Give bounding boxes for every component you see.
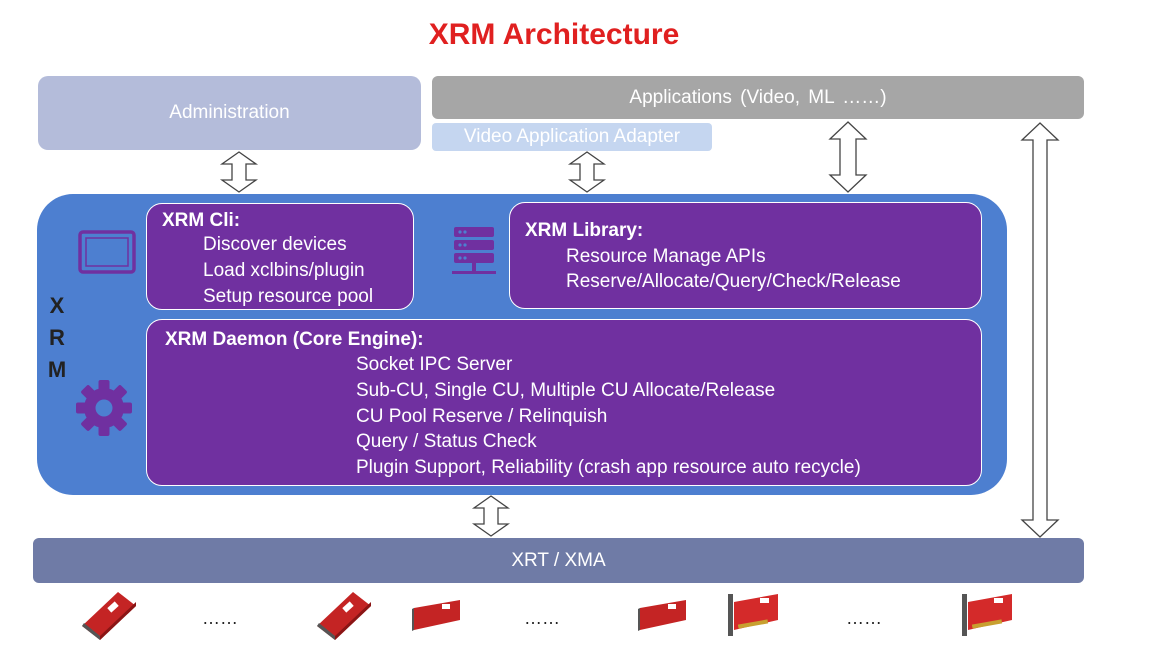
ellipsis: …… [846, 608, 882, 628]
xrm-daemon-item: CU Pool Reserve / Relinquish [356, 406, 608, 427]
xrm-daemon-item: Sub-CU, Single CU, Multiple CU Allocate/… [356, 380, 776, 401]
accelerator-card-icon [82, 592, 136, 640]
tablet-icon [78, 230, 136, 274]
xrm-cli-item: Load xclbins/plugin [203, 260, 365, 281]
xrm-library-heading: XRM Library: [525, 220, 644, 241]
accelerator-card-icon [962, 594, 1012, 636]
accelerator-card-icon [638, 600, 686, 631]
double-arrow-icon [1020, 122, 1060, 538]
accelerator-card-icon [728, 594, 778, 636]
administration-box: Administration [38, 76, 421, 150]
xrm-daemon-item: Socket IPC Server [356, 354, 513, 375]
ellipsis: …… [202, 608, 238, 628]
accelerator-card-icon [412, 600, 460, 631]
accelerator-card-icon [317, 592, 371, 640]
xrm-library-box: XRM Library: Resource Manage APIs Reserv… [509, 202, 982, 309]
xrm-vertical-label: X R M [46, 290, 68, 386]
xrm-cli-heading: XRM Cli: [162, 210, 241, 231]
xrm-cli-box: XRM Cli: Discover devices Load xclbins/p… [146, 203, 414, 310]
xrm-library-item: Resource Manage APIs [566, 246, 766, 267]
xrm-daemon-box: XRM Daemon (Core Engine): Socket IPC Ser… [146, 319, 982, 486]
xrt-xma-bar: XRT / XMA [33, 538, 1084, 583]
video-adapter-box: Video Application Adapter [432, 123, 712, 151]
xrm-library-item: Reserve/Allocate/Query/Check/Release [566, 271, 901, 292]
double-arrow-icon [219, 151, 259, 193]
double-arrow-icon [828, 121, 868, 193]
xrm-daemon-item: Query / Status Check [356, 431, 537, 452]
xrm-cli-item: Setup resource pool [203, 286, 374, 307]
xrm-daemon-heading: XRM Daemon (Core Engine): [165, 329, 424, 350]
xrm-letter: R [49, 325, 65, 350]
xrm-daemon-item: Plugin Support, Reliability (crash app r… [356, 457, 861, 478]
double-arrow-icon [567, 151, 607, 193]
diagram-title: XRM Architecture [428, 18, 680, 51]
xrm-letter: M [47, 357, 67, 382]
server-rack-icon [452, 227, 496, 274]
xrm-cli-item: Discover devices [203, 234, 347, 255]
gear-icon [76, 380, 132, 436]
applications-box: Applications (Video, ML ……) [432, 76, 1084, 119]
ellipsis: …… [524, 608, 560, 628]
xrm-letter: X [49, 293, 65, 318]
double-arrow-icon [471, 495, 511, 537]
